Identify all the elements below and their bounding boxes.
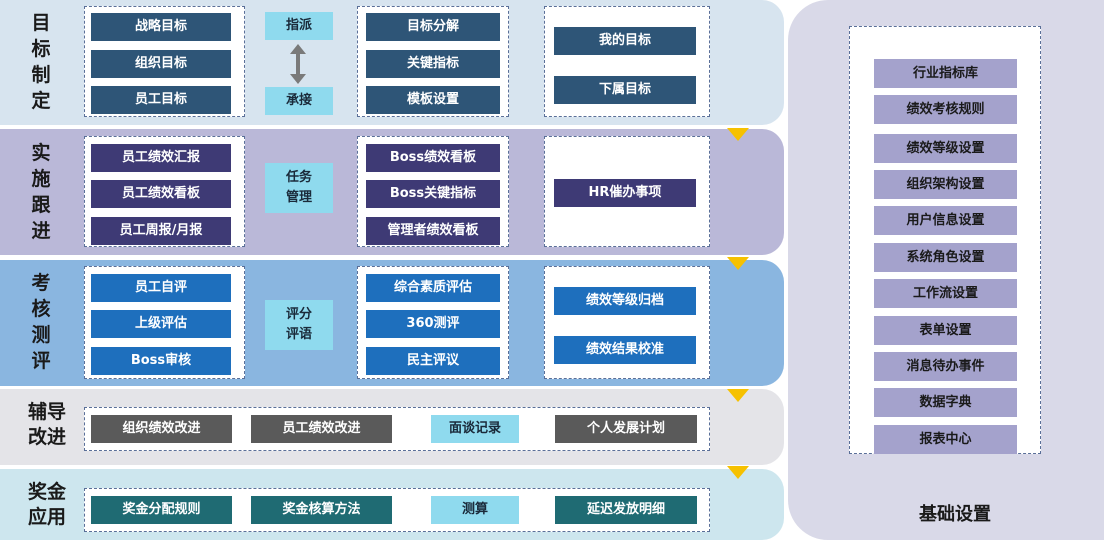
- base-item-reports[interactable]: 报表中心: [874, 425, 1017, 454]
- flow-arrow-icon: [727, 257, 749, 270]
- base-item-org-structure[interactable]: 组织架构设置: [874, 170, 1017, 199]
- goal-decompose[interactable]: 目标分解: [366, 13, 500, 41]
- assess-self[interactable]: 员工自评: [91, 274, 231, 302]
- coach-org[interactable]: 组织绩效改进: [91, 415, 232, 443]
- track-manager-board[interactable]: 管理者绩效看板: [366, 217, 500, 245]
- base-item-forms[interactable]: 表单设置: [874, 316, 1017, 345]
- bonus-estimate[interactable]: 测算: [431, 496, 519, 524]
- track-hr-remind[interactable]: HR催办事项: [554, 179, 696, 207]
- base-item-assessment-rules[interactable]: 绩效考核规则: [874, 95, 1017, 124]
- stage-label-coach: 辅导改进: [27, 401, 66, 448]
- assess-superior[interactable]: 上级评估: [91, 310, 231, 338]
- double-arrow-icon: [290, 44, 306, 84]
- goal-mine[interactable]: 我的目标: [554, 27, 696, 55]
- base-item-user-info[interactable]: 用户信息设置: [874, 206, 1017, 235]
- coach-employee[interactable]: 员工绩效改进: [251, 415, 392, 443]
- assess-boss-review[interactable]: Boss审核: [91, 347, 231, 375]
- stage-label-bonus: 奖金应用: [27, 481, 66, 528]
- goal-strategic[interactable]: 战略目标: [91, 13, 231, 41]
- assess-democratic[interactable]: 民主评议: [366, 347, 500, 375]
- goal-assign[interactable]: 指派: [265, 12, 333, 40]
- bonus-rules[interactable]: 奖金分配规则: [91, 496, 232, 524]
- coach-interview[interactable]: 面谈记录: [431, 415, 519, 443]
- assess-quality[interactable]: 综合素质评估: [366, 274, 500, 302]
- track-boss-board[interactable]: Boss绩效看板: [366, 144, 500, 172]
- assess-score[interactable]: 评分评语: [265, 300, 333, 350]
- flow-arrow-icon: [727, 128, 749, 141]
- bonus-deferred[interactable]: 延迟发放明细: [555, 496, 697, 524]
- base-item-dictionary[interactable]: 数据字典: [874, 388, 1017, 417]
- bonus-method[interactable]: 奖金核算方法: [251, 496, 392, 524]
- stage-label-assess: 考核测评: [31, 272, 51, 372]
- track-report[interactable]: 员工绩效汇报: [91, 144, 231, 172]
- goal-accept[interactable]: 承接: [265, 87, 333, 115]
- base-item-workflow[interactable]: 工作流设置: [874, 279, 1017, 308]
- base-item-system-roles[interactable]: 系统角色设置: [874, 243, 1017, 272]
- goal-organization[interactable]: 组织目标: [91, 50, 231, 78]
- stage-label-goal: 目标制定: [31, 12, 51, 112]
- flow-arrow-icon: [727, 389, 749, 402]
- track-task[interactable]: 任务管理: [265, 163, 333, 213]
- stage-label-track: 实施跟进: [31, 142, 51, 242]
- goal-employee[interactable]: 员工目标: [91, 86, 231, 114]
- base-item-grade-settings[interactable]: 绩效等级设置: [874, 134, 1017, 163]
- base-item-industry-index[interactable]: 行业指标库: [874, 59, 1017, 88]
- assess-calibrate[interactable]: 绩效结果校准: [554, 336, 696, 364]
- base-settings-title: 基础设置: [919, 504, 991, 525]
- assess-archive[interactable]: 绩效等级归档: [554, 287, 696, 315]
- assess-360[interactable]: 360测评: [366, 310, 500, 338]
- goal-template[interactable]: 模板设置: [366, 86, 500, 114]
- flow-arrow-icon: [727, 466, 749, 479]
- goal-key-indicator[interactable]: 关键指标: [366, 50, 500, 78]
- coach-development[interactable]: 个人发展计划: [555, 415, 697, 443]
- goal-subordinate[interactable]: 下属目标: [554, 76, 696, 104]
- track-board[interactable]: 员工绩效看板: [91, 180, 231, 208]
- base-item-messages[interactable]: 消息待办事件: [874, 352, 1017, 381]
- track-weekly[interactable]: 员工周报/月报: [91, 217, 231, 245]
- track-boss-key[interactable]: Boss关键指标: [366, 180, 500, 208]
